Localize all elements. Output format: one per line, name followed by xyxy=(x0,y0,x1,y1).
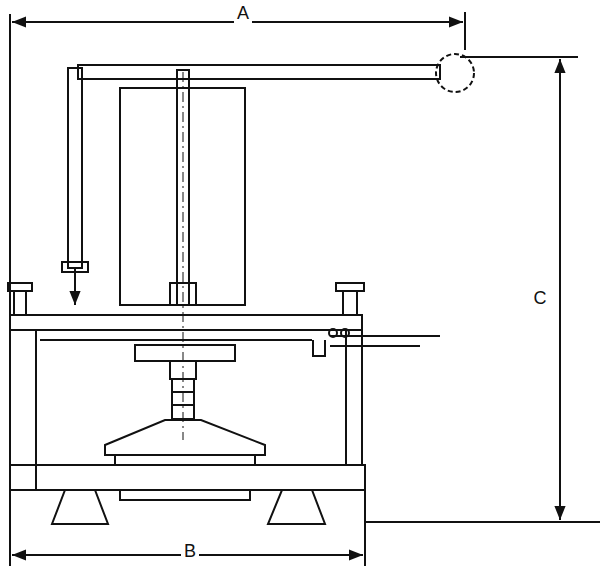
extension-line xyxy=(460,56,578,58)
top-plate xyxy=(10,315,362,330)
cone-base xyxy=(105,420,265,455)
rod-collar xyxy=(62,262,88,272)
column-joint xyxy=(172,391,194,393)
column xyxy=(172,379,194,419)
bolt xyxy=(343,291,357,315)
dimension-lines xyxy=(10,12,600,566)
bolt xyxy=(14,291,26,315)
base-frame xyxy=(10,465,365,490)
right-post xyxy=(346,330,362,465)
extension-line xyxy=(365,521,600,523)
foot xyxy=(268,490,325,524)
foot xyxy=(52,490,108,524)
dimension-label: C xyxy=(531,288,550,308)
arm-pivot xyxy=(436,54,474,92)
extension-line xyxy=(9,490,11,566)
cone-foot xyxy=(115,455,255,465)
dimension-label: B xyxy=(181,541,199,561)
lever xyxy=(330,345,420,347)
center-nut xyxy=(170,283,196,305)
dimension-line xyxy=(559,59,561,520)
center-line xyxy=(183,72,184,440)
vertical-rod xyxy=(68,68,82,268)
extension-line xyxy=(364,490,366,566)
top-arm xyxy=(78,65,440,79)
base-plate xyxy=(120,490,250,500)
dimension-label: A xyxy=(234,3,252,23)
bolt-head xyxy=(336,283,364,291)
column-joint xyxy=(172,404,194,406)
lever-hook xyxy=(313,340,325,356)
machine-outline xyxy=(8,54,474,524)
lever-pin xyxy=(329,329,337,337)
extension-line xyxy=(464,12,466,50)
column-top xyxy=(170,361,196,379)
platen xyxy=(135,345,235,361)
bolt-head xyxy=(8,283,32,291)
inner-shelf xyxy=(40,339,312,341)
rod-arrow xyxy=(74,268,76,305)
